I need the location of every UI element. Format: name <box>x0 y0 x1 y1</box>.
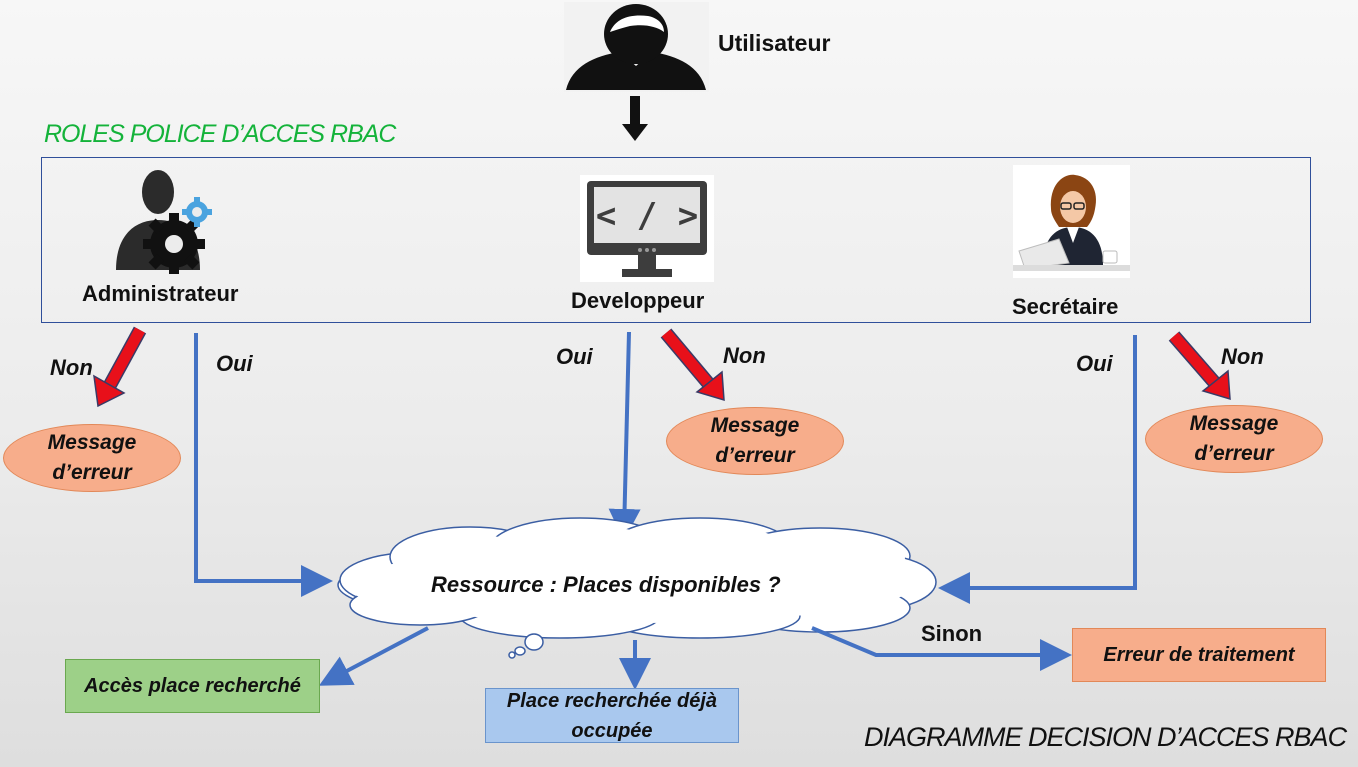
label-oui-dev: Oui <box>556 344 593 369</box>
label-oui-sec: Oui <box>1076 351 1113 376</box>
error-line2: d’erreur <box>1194 442 1274 465</box>
error-line1: Message <box>47 431 137 454</box>
user-icon <box>564 2 709 97</box>
role-developpeur: Developpeur <box>571 288 705 313</box>
error-line2: d’erreur <box>52 461 132 484</box>
occupied-line2: occupée <box>571 719 653 742</box>
oui-connector-dev <box>608 331 641 541</box>
label-oui-admin: Oui <box>216 351 253 376</box>
error-line2: d’erreur <box>715 444 795 467</box>
roles-title: ROLES POLICE D’ACCES RBAC <box>44 120 396 148</box>
error-line1: Message <box>710 414 800 437</box>
admin-gear-icon <box>112 166 217 279</box>
user-label: Utilisateur <box>718 30 831 56</box>
svg-text:< / >: < / > <box>596 196 698 236</box>
oui-connector-sec <box>938 335 1137 604</box>
secretary-icon <box>1013 165 1130 283</box>
label-sinon: Sinon <box>921 621 983 646</box>
outcome-access: Accès place recherché <box>65 659 320 713</box>
cloud-question: Ressource : Places disponibles ? <box>431 572 781 597</box>
oui-connector-admin <box>194 333 333 597</box>
error-message-sec: Message d’erreur <box>1145 405 1323 473</box>
role-secretaire: Secrétaire <box>1012 294 1119 319</box>
label-non-admin: Non <box>50 355 93 380</box>
label-non-dev: Non <box>723 343 766 368</box>
access-connector <box>318 626 429 686</box>
occupied-line1: Place recherchée déjà <box>506 689 718 712</box>
user-down-arrow <box>622 96 648 141</box>
non-arrow-dev <box>660 328 725 402</box>
label-non-sec: Non <box>1221 344 1264 369</box>
non-arrow-sec <box>1168 331 1231 401</box>
developer-monitor-icon: < / > <box>580 175 714 287</box>
error-line1: Message <box>1189 412 1279 435</box>
outcome-occupied: Place recherchée déjà occupée <box>485 688 739 743</box>
roles-container <box>41 157 1311 323</box>
error-message-dev: Message d’erreur <box>666 407 844 475</box>
outcome-error: Erreur de traitement <box>1072 628 1326 682</box>
footer-title: DIAGRAMME DECISION D’ACCES RBAC <box>864 722 1347 752</box>
sinon-connector <box>811 626 1072 671</box>
error-message-admin: Message d’erreur <box>3 424 181 492</box>
non-arrow-admin <box>93 326 147 408</box>
role-administrateur: Administrateur <box>82 281 239 306</box>
